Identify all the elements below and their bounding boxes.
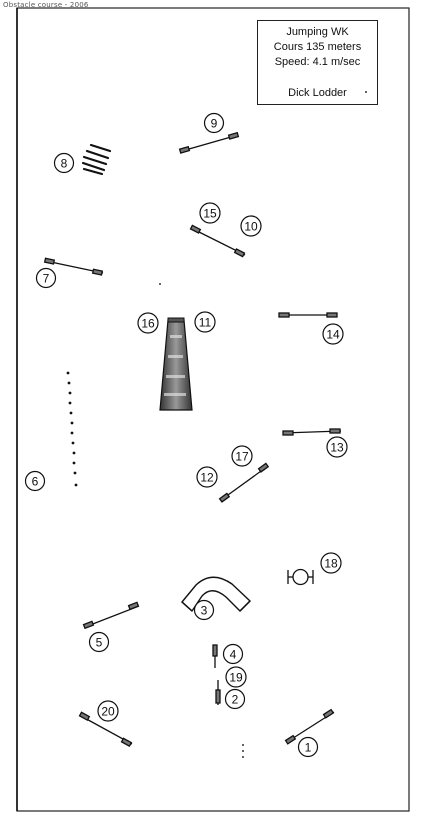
label-4: 4 [222,643,244,665]
label-9-text: 9 [211,117,218,131]
label-5: 5 [88,631,110,653]
tire-18 [287,568,314,586]
label-15: 15 [199,202,221,224]
label-15-text: 15 [203,207,217,221]
label-12: 12 [196,466,218,488]
label-1: 1 [297,736,319,758]
label-16-text: 16 [141,317,155,331]
label-8-text: 8 [61,157,68,171]
jump-7 [43,257,104,276]
label-14: 14 [322,323,344,345]
label-2-text: 2 [232,693,239,707]
label-4-text: 4 [230,648,237,662]
weave-poles-6 [66,371,78,487]
label-6: 6 [24,470,46,492]
label-19: 19 [225,666,247,688]
label-10: 10 [240,215,262,237]
label-14-text: 14 [326,328,340,342]
label-11-text: 11 [199,316,212,330]
judge-name: Dick Lodder [288,87,347,99]
jump-12-17 [218,462,270,503]
jump-10-15 [189,224,246,258]
label-12-text: 12 [200,471,214,485]
label-17-text: 17 [235,450,249,464]
label-1-text: 1 [305,741,312,755]
label-5-text: 5 [96,636,103,650]
jump-9 [178,131,240,154]
label-6-text: 6 [32,475,39,489]
label-3-text: 3 [201,604,208,618]
label-13: 13 [326,436,348,458]
label-11: 11 [194,311,216,333]
label-17: 17 [231,445,253,467]
label-16: 16 [137,312,159,334]
spread-jump-8 [81,143,112,176]
jump-20 [78,711,133,748]
label-3: 3 [193,599,215,621]
label-7-text: 7 [43,272,50,286]
label-19-text: 19 [229,671,243,685]
label-10-text: 10 [244,220,258,234]
jump-13 [282,428,342,436]
label-8: 8 [53,152,75,174]
label-18-text: 18 [324,557,338,571]
course-speed: Speed: 4.1 m/sec [274,56,361,68]
label-18: 18 [320,552,342,574]
label-13-text: 13 [330,441,344,455]
header-text: Obstacle course - 2006 [3,1,89,9]
jump-1 [284,708,335,745]
course-info-box: Jumping WK Cours 135 meters Speed: 4.1 m… [257,20,378,105]
course-title: Jumping WK [286,26,349,38]
label-2: 2 [224,688,246,710]
jump-14 [278,312,338,318]
curved-tunnel-3 [181,576,252,613]
label-20: 20 [97,700,119,722]
label-9: 9 [203,112,225,134]
jump-5 [82,601,140,630]
label-7: 7 [35,267,57,289]
jump-2-4-19 [212,644,221,705]
course-length: Cours 135 meters [273,41,362,53]
tunnel-11-16 [159,317,193,411]
label-20-text: 20 [101,705,115,719]
